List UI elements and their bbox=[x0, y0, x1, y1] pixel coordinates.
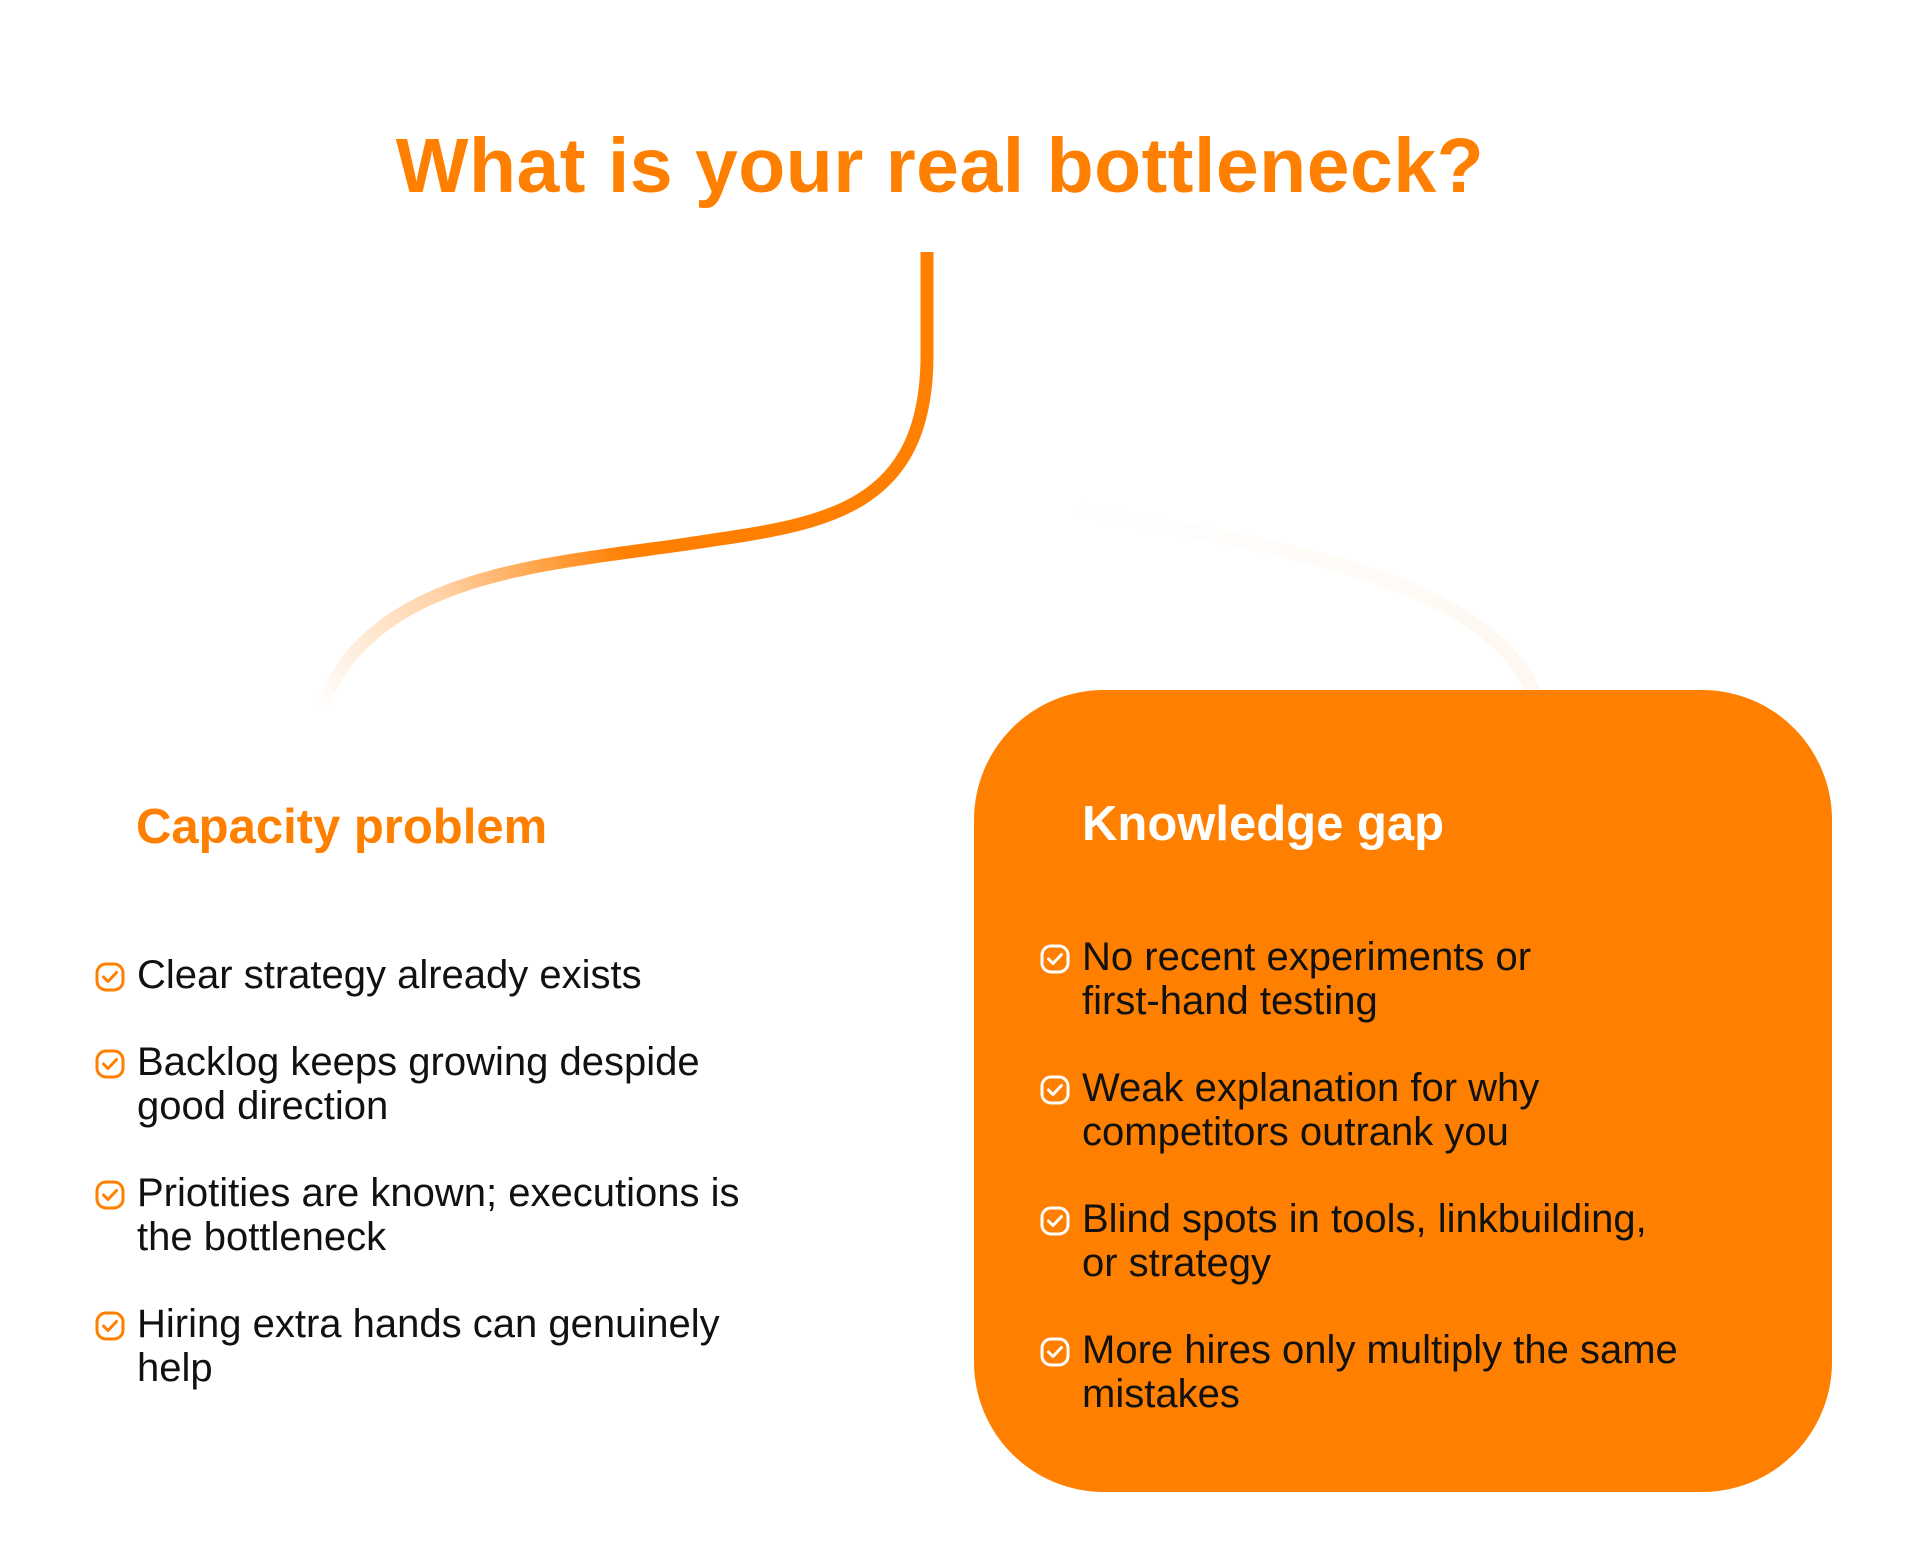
list-item-text: Hiring extra hands can genuinely bbox=[137, 1302, 720, 1346]
list-item-text: More hires only multiply the same bbox=[1082, 1328, 1678, 1372]
page-title: What is your real bottleneck? bbox=[395, 123, 1485, 209]
list-item: Clear strategy already exists bbox=[92, 953, 812, 997]
list-item-text: good direction bbox=[137, 1084, 389, 1128]
list-item-text: Blind spots in tools, linkbuilding, bbox=[1082, 1197, 1647, 1241]
list-item-text: help bbox=[137, 1346, 213, 1390]
list-item-text: Backlog keeps growing despide bbox=[137, 1040, 700, 1084]
list-item-text: competitors outrank you bbox=[1082, 1110, 1509, 1154]
list-item-text: or strategy bbox=[1082, 1241, 1271, 1285]
check-square-icon bbox=[1040, 1337, 1070, 1367]
branch-left-path bbox=[313, 252, 934, 713]
check-square-icon bbox=[95, 1049, 125, 1079]
list-item-text: mistakes bbox=[1082, 1372, 1240, 1416]
knowledge-gap-card bbox=[974, 690, 1832, 1492]
list-item-text: the bottleneck bbox=[137, 1215, 387, 1259]
list-item-text: first-hand testing bbox=[1082, 979, 1378, 1023]
check-square-icon bbox=[1040, 944, 1070, 974]
list-item-text: Weak explanation for why bbox=[1082, 1066, 1540, 1110]
list-item-text: Clear strategy already exists bbox=[137, 953, 642, 997]
list-item: Blind spots in tools, linkbuilding,or st… bbox=[1037, 1197, 1777, 1285]
list-item-text: No recent experiments or bbox=[1082, 935, 1532, 979]
check-square-icon bbox=[95, 1180, 125, 1210]
check-square-icon bbox=[95, 962, 125, 992]
check-square-icon bbox=[1040, 1206, 1070, 1236]
check-square-icon bbox=[1040, 1075, 1070, 1105]
knowledge-gap-heading: Knowledge gap bbox=[1082, 797, 1445, 851]
check-square-icon bbox=[95, 1311, 125, 1341]
branch-right-path bbox=[1058, 498, 1547, 712]
capacity-problem-heading: Capacity problem bbox=[136, 800, 548, 854]
list-item-text: Priotities are known; executions is bbox=[137, 1171, 740, 1215]
